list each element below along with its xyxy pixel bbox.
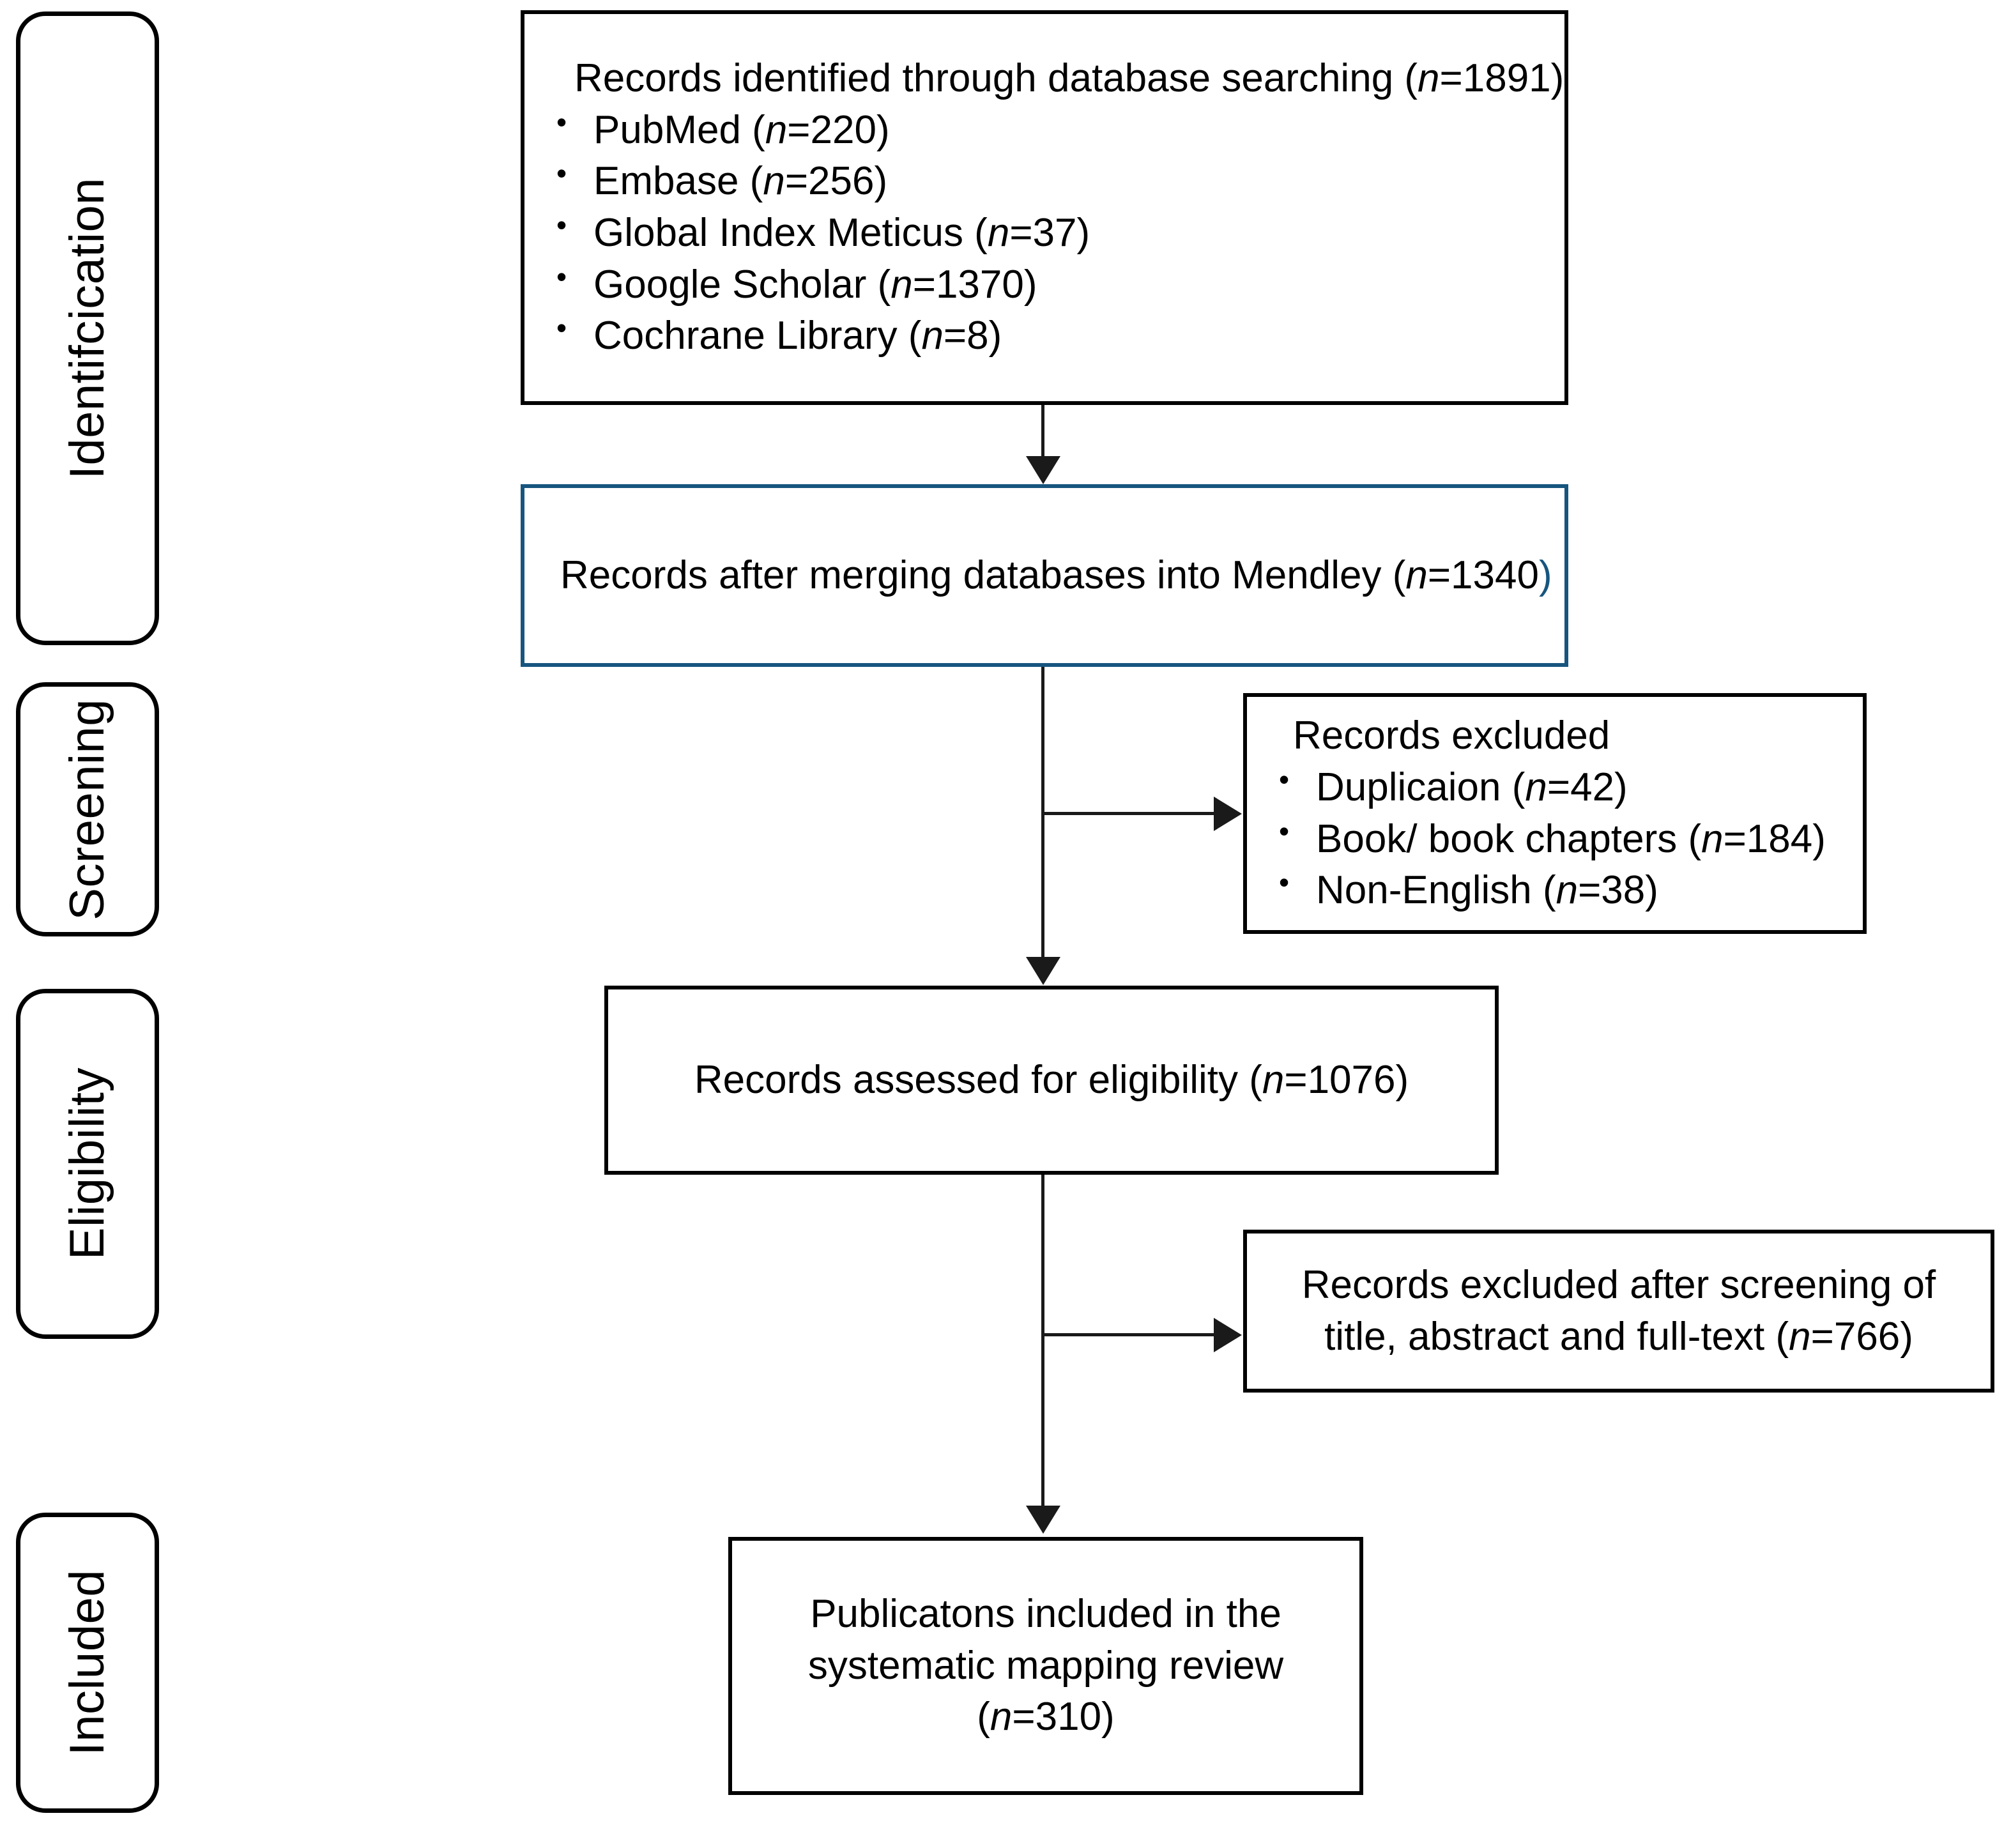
list-item: Global Index Meticus (n=37) (546, 206, 1549, 259)
list-item: Cochrane Library (n=8) (546, 309, 1549, 362)
connector-assessed-to-excluded (1043, 1333, 1216, 1336)
box-records-excluded-fulltext: Records excluded after screening of titl… (1243, 1230, 1994, 1393)
publications-included-line-3: (n=310) (977, 1695, 1115, 1739)
box-records-identified: Records identified through database sear… (521, 10, 1568, 405)
stage-pill-included: Included (16, 1513, 159, 1813)
stage-pill-screening: Screening (16, 682, 159, 936)
records-excluded-heading: Records excluded (1293, 714, 1610, 758)
connector-assessed-to-included (1041, 1175, 1044, 1508)
records-after-merging-text: Records after merging databases into Men… (560, 553, 1552, 597)
stage-pill-eligibility: Eligibility (16, 989, 159, 1339)
list-item: Embase (n=256) (546, 155, 1549, 208)
blue-closing-paren: ) (1538, 553, 1552, 597)
stage-label-included: Included (60, 1569, 114, 1756)
connector-identified-to-merged (1041, 405, 1044, 459)
connector-merged-to-excluded (1043, 812, 1216, 815)
box-records-after-merging: Records after merging databases into Men… (521, 484, 1568, 667)
box-records-assessed: Records assessed for eligibility (n=1076… (604, 986, 1499, 1175)
database-source-list: PubMed (n=220) Embase (n=256) Global Ind… (546, 103, 1549, 362)
stage-pill-identification: Identifcication (16, 11, 159, 645)
list-item: PubMed (n=220) (546, 103, 1549, 157)
list-item: Duplicaion (n=42) (1269, 761, 1847, 814)
list-item: Non-English (n=38) (1269, 864, 1847, 917)
stage-label-screening: Screening (60, 698, 114, 920)
exclusion-reason-list: Duplicaion (n=42) Book/ book chapters (n… (1269, 761, 1847, 917)
excluded-fulltext-line-2: title, abstract and full-text (n=766) (1324, 1314, 1913, 1359)
arrowhead-assessed-to-excluded (1214, 1318, 1242, 1352)
arrowhead-identified-to-merged (1026, 456, 1060, 484)
publications-included-line-1: Publicatons included in the (810, 1592, 1281, 1637)
records-assessed-text: Records assessed for eligibility (n=1076… (694, 1057, 1409, 1102)
arrowhead-merged-to-excluded (1214, 797, 1242, 831)
list-item: Book/ book chapters (n=184) (1269, 813, 1847, 866)
stage-label-eligibility: Eligibility (60, 1067, 114, 1260)
arrowhead-merged-to-assessed (1026, 957, 1060, 985)
excluded-fulltext-line-1: Records excluded after screening of (1301, 1262, 1936, 1307)
arrowhead-assessed-to-included (1026, 1506, 1060, 1534)
publications-included-line-2: systematic mapping review (807, 1643, 1284, 1688)
records-identified-heading: Records identified through database sear… (574, 56, 1564, 101)
box-publications-included: Publicatons included in the systematic m… (728, 1537, 1363, 1795)
box-records-excluded-screening: Records excluded Duplicaion (n=42) Book/… (1243, 693, 1867, 934)
list-item: Google Scholar (n=1370) (546, 258, 1549, 311)
stage-label-identification: Identifcication (60, 177, 114, 480)
